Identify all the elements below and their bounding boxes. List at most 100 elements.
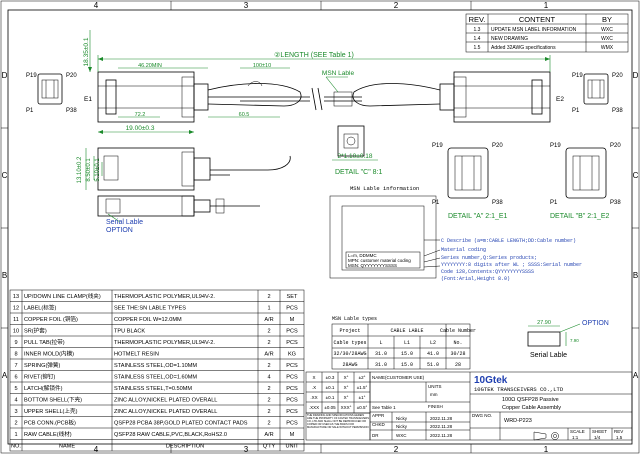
row-marker: C	[2, 171, 8, 180]
bom-footer-qty: Q'TY	[263, 444, 276, 450]
content-cell: NEW DRAWING	[491, 36, 528, 42]
thickness-dim-a: 13.10±0.2	[77, 156, 83, 183]
bom-name: LABEL(标签)	[24, 304, 56, 312]
rev-value: 1.5	[616, 435, 623, 440]
bom-description: ZINC ALLOY,NICKEL PLATED OVERALL	[114, 409, 217, 415]
bom-description: TPU BLACK	[114, 329, 145, 335]
sheet-value: 1/4	[594, 435, 601, 440]
cable-cell: 32/30/28AWG	[333, 351, 366, 357]
bom-unit: PCS	[286, 306, 298, 312]
tol-cell: .XXX	[309, 405, 319, 410]
pin-label: P1	[572, 108, 580, 114]
cable-dim-label: 100±10	[253, 63, 271, 69]
inner-frame	[7, 9, 633, 445]
serial-label-callout: Serial Lable	[106, 219, 143, 226]
cable-subhead: L2	[430, 340, 436, 346]
pin-label: P19	[432, 143, 443, 149]
serial-label-option: 27.90 7.90 OPTION Serial Lable	[527, 320, 609, 359]
pin-label: P1	[26, 108, 34, 114]
tb-appr-name: Nicky	[396, 416, 408, 421]
cable-cell: 31.0	[375, 362, 387, 368]
cable-cell: 28AWG	[342, 362, 357, 368]
detail-b: P19 P20 P1 P38 DETAIL "B" 2:1_E2	[550, 143, 621, 220]
sheet-label: SHEET	[592, 429, 607, 434]
row-marker: D	[2, 71, 8, 80]
serial-option-label: OPTION	[582, 320, 609, 327]
cable-cell: 15.0	[401, 351, 413, 357]
tb-appr-date: 2022.11.28	[430, 416, 453, 421]
width-dim-label: 19.00±0.3	[126, 125, 155, 132]
length-dim-label: ②LENGTH (SEE Table 1)	[274, 51, 354, 59]
tol-cell: X°	[344, 395, 349, 400]
bom-description: STAINLESS STEEL,T=0.50MM	[114, 386, 192, 392]
pin-label: P38	[610, 200, 621, 206]
pin-label: P38	[492, 200, 503, 206]
bom-name: LATCH(解锁件)	[24, 384, 63, 392]
tol-cell: X°	[344, 375, 349, 380]
bom-qty: 2	[267, 329, 270, 335]
bom-qty: 1	[267, 306, 270, 312]
end-label-e1: E1	[84, 96, 92, 103]
msn-line-3: MSN: QYYYYYYYSSSS	[348, 263, 397, 268]
detail-b-title: DETAIL "B" 2:1_E2	[550, 213, 610, 220]
column-markers: 4 3 2 1 4 3 2 1	[94, 1, 549, 454]
tol-cell: X°	[344, 385, 349, 390]
cable-assembly-view: ②LENGTH (SEE Table 1) 18.35±0.1 46.20MIN…	[83, 30, 564, 123]
row-marker: D	[633, 71, 639, 80]
scale-label: SCALE	[570, 429, 585, 434]
cable-subhead: L1	[404, 340, 410, 346]
pin-label: P20	[492, 143, 503, 149]
msn-desc: Code 128,Contents:QYYYYYYYYSSSS	[441, 269, 534, 275]
bom-description: ZINC ALLOY,NICKEL PLATED OVERALL	[114, 398, 217, 404]
serial-dim-2: 7.90	[570, 338, 579, 343]
column-marker: 2	[394, 445, 399, 454]
msn-desc: C Describe (a=m:CABLE LENGTH;DD:Cable nu…	[441, 238, 576, 244]
bom-qty: 2	[267, 386, 270, 392]
serial-option-callout: OPTION	[106, 227, 133, 234]
bom-name: PCB CONN.(PCB板)	[24, 419, 76, 427]
company-logo: 10Gtek	[474, 375, 508, 386]
left-dim-a: 72.2	[135, 112, 146, 118]
tol-cell: ±0.3	[326, 375, 335, 380]
detail-c: 2*1.10±0.18 DETAIL "C" 8:1	[332, 125, 382, 176]
tb-name-label: NAME(CUSTOMER USE)	[372, 375, 425, 380]
row-marker: B	[633, 271, 638, 280]
tb-units-label: UNITS	[428, 384, 442, 389]
msn-line-1: L=m, DDMMC	[348, 253, 377, 258]
bom-description: STAINLESS STEEL,OD=1.10MM	[114, 363, 197, 369]
right-end-face: P19 P20 P1 P38	[572, 73, 623, 114]
bom-qty: 2	[267, 294, 270, 300]
bom-unit: PCS	[286, 329, 298, 335]
pin-label: P19	[550, 143, 561, 149]
bom-qty: 4	[267, 375, 270, 381]
product-line-1: 100Ω QSFP28 Passive	[502, 397, 559, 403]
column-marker: 4	[94, 1, 99, 10]
content-header: CONTENT	[519, 15, 556, 24]
tol-cell: ±1°	[359, 395, 366, 400]
msn-desc: (Font:Arial,Height 8.0)	[441, 276, 510, 282]
bom-no: 5	[14, 386, 17, 392]
bom-footer-unit: UNIT	[285, 444, 299, 450]
column-marker: 1	[544, 1, 549, 10]
msn-label-info: MSN Lable information L=m, DDMMC MPN: cu…	[329, 185, 582, 282]
bom-name: RIVET(铆钉)	[24, 373, 56, 381]
bom-unit: PCS	[286, 421, 298, 427]
by-header: BY	[602, 15, 612, 24]
bottom-view: Serial Lable OPTION	[97, 195, 260, 234]
detail-c-dim: 2*1.10±0.18	[337, 153, 372, 160]
bom-name: INNER MOLD(内模)	[24, 350, 74, 358]
pin-label: P20	[66, 73, 77, 79]
tb-chkd-label: CHKD	[372, 422, 386, 427]
company-name: 10GTEK TRANSCEIVERS CO.,LTD	[474, 386, 564, 393]
msn-callout-label: MSN Lable	[322, 70, 355, 77]
rev-header: REV.	[469, 15, 486, 24]
bom-unit: M	[290, 317, 295, 323]
bom-unit: PCS	[286, 409, 298, 415]
tb-dr-date: 2022.11.28	[430, 433, 453, 438]
title-block: NAME(CUSTOMER USE) UNITS mm FINISH See T…	[369, 371, 633, 441]
projection-symbol	[533, 431, 559, 441]
cable-subhead: L	[379, 340, 382, 346]
cable-header: CABLE LABLE	[390, 328, 423, 334]
tb-chkd-date: 2022.11.28	[430, 424, 453, 429]
serial-label-title: Serial Lable	[530, 352, 567, 359]
